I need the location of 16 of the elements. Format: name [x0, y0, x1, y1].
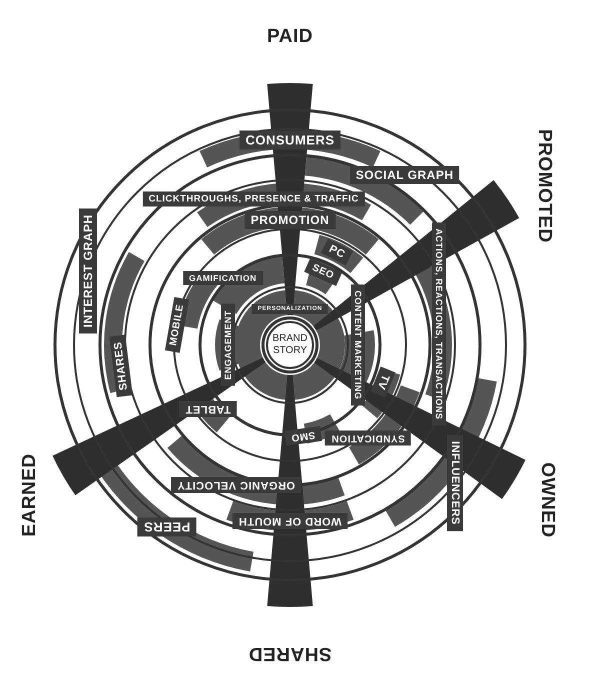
ring-segment-label: SOCIAL GRAPH [350, 166, 460, 184]
ring-segment-label: PROMOTION [244, 211, 336, 229]
ring-segment-label: SYNDICATION [326, 430, 412, 446]
ring-segment-label: PEERS [138, 518, 196, 537]
ring-segment-label: GAMIFICATION [182, 270, 263, 285]
ring-segment-label: CLICKTHROUGHS, PRESENCE & TRAFFIC [142, 192, 365, 207]
ring-segment-label: ENGAGEMENT [221, 304, 235, 386]
ring-segment-label: ORGANIC VELOCITY [171, 477, 302, 494]
ring-segment-label: CONTENT MARKETING [351, 284, 365, 406]
ring-segment-label: ACTIONS, REACTIONS, TRANSACTIONS [432, 222, 446, 426]
ring-segment-label: INTEREST GRAPH [78, 208, 97, 334]
ring-segment-label: TABLET [179, 401, 237, 418]
ring-segment-label: INFLUENCERS [446, 435, 463, 532]
ring-segment-label: CONSUMERS [240, 130, 340, 150]
ring-segment-label: WORD OF MOUTH [232, 513, 348, 529]
ring-segment-label: MOBILE [164, 297, 189, 353]
